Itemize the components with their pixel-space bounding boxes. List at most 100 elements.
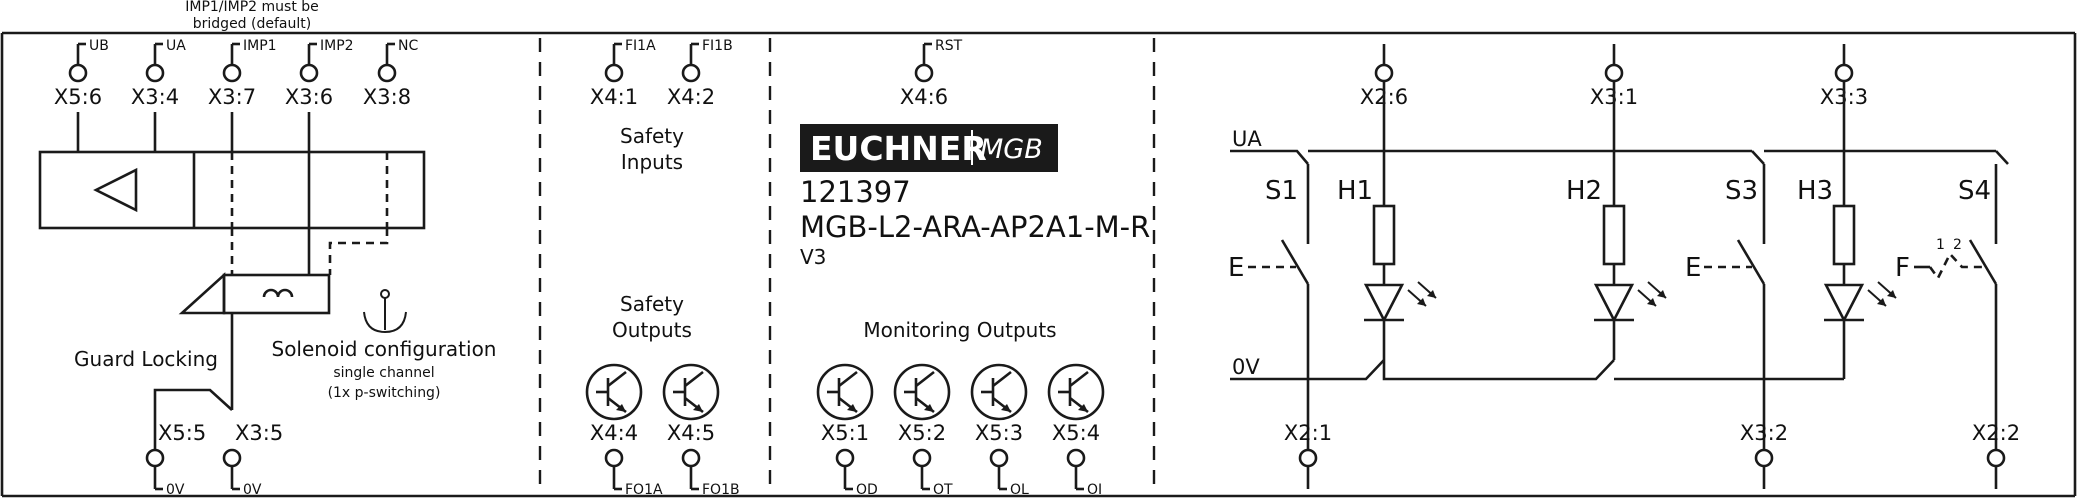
terminal-x3-7[interactable]: IMP1 X3:7: [208, 38, 277, 109]
transistor-x5-4: [1047, 363, 1105, 421]
frame: [0, 31, 2077, 498]
solenoid-config-sub1: single channel: [333, 365, 434, 381]
pin-label-ua: UA: [166, 38, 186, 54]
terminal-label-x4-4: X4:4: [590, 421, 638, 445]
pin-label-fo1a: FO1A: [625, 482, 663, 498]
switch-s3: S3 E: [1685, 164, 1766, 450]
terminal-x3-4[interactable]: UA X3:4: [131, 38, 186, 109]
indicator-h1: H1: [1337, 176, 1437, 360]
light-emission-icon: [1637, 281, 1667, 307]
pin-label-0v-2: 0V: [243, 482, 262, 498]
indicator-label-h1: H1: [1337, 176, 1373, 206]
actuator-e1: E: [1228, 253, 1244, 283]
terminal-x5-5[interactable]: X5:5 0V: [145, 421, 206, 498]
terminal-x4-5[interactable]: X4:5 FO1B: [667, 421, 740, 498]
rail-ua-label: UA: [1232, 127, 1262, 151]
pin-label-ub: UB: [89, 38, 109, 54]
bridge-note-line2: bridged (default): [193, 16, 311, 32]
pin-label-fo1b: FO1B: [702, 482, 740, 498]
pin-label-rst: RST: [935, 38, 963, 54]
section-separators: [538, 38, 1156, 494]
pin-label-ol: OL: [1010, 482, 1029, 498]
f-position-1: 1: [1936, 237, 1945, 253]
pin-label-ot: OT: [933, 482, 953, 498]
terminal-x5-6[interactable]: UB X5:6: [54, 38, 109, 109]
safety-inputs-line1: Safety: [620, 124, 684, 148]
switch-label-s4: S4: [1958, 176, 1991, 206]
solenoid-coil: [178, 272, 331, 315]
terminal-label-x3-6: X3:6: [285, 85, 333, 109]
terminal-x3-6[interactable]: IMP2 X3:6: [285, 38, 354, 109]
terminal-label-x3-8: X3:8: [363, 85, 411, 109]
terminal-label-x4-2: X4:2: [667, 85, 715, 109]
terminal-label-x3-4: X3:4: [131, 85, 179, 109]
terminal-x4-4[interactable]: X4:4 FO1A: [590, 421, 663, 498]
terminal-label-x5-2: X5:2: [898, 421, 946, 445]
terminal-x5-2[interactable]: X5:2 OT: [898, 421, 953, 498]
terminal-x5-3[interactable]: X5:3 OL: [975, 421, 1029, 498]
euchner-logo: EUCHNER MGB: [800, 124, 1058, 172]
pin-label-imp2: IMP2: [320, 38, 354, 54]
pin-label-0v-1: 0V: [166, 482, 185, 498]
terminal-x3-8[interactable]: NC X3:8: [363, 38, 419, 109]
safety-outputs-line2: Outputs: [612, 318, 692, 342]
terminal-x4-2[interactable]: FI1B X4:2: [667, 38, 733, 109]
triangle-icon: [93, 167, 138, 213]
guard-locking-label: Guard Locking: [74, 347, 218, 371]
terminal-label-x2-2: X2:2: [1972, 421, 2020, 445]
terminal-label-x3-2: X3:2: [1740, 421, 1788, 445]
indicator-h2: H2: [1566, 176, 1667, 360]
bridge-note-line1: IMP1/IMP2 must be: [185, 0, 319, 15]
switch-label-s1: S1: [1265, 176, 1298, 206]
terminal-x2-2[interactable]: X2:2: [1972, 421, 2020, 489]
terminal-x3-5[interactable]: X3:5 0V: [222, 421, 283, 498]
terminal-label-x4-1: X4:1: [590, 85, 638, 109]
pin-label-oi: OI: [1087, 482, 1102, 498]
indicator-label-h2: H2: [1566, 176, 1602, 206]
terminal-x5-1[interactable]: X5:1 OD: [821, 421, 878, 498]
terminal-label-x2-1: X2:1: [1284, 421, 1332, 445]
solenoid-config-label: Solenoid configuration: [272, 337, 497, 361]
indicator-label-h3: H3: [1797, 176, 1833, 206]
indicator-h3: H3: [1797, 176, 1897, 379]
safety-outputs-line1: Safety: [620, 292, 684, 316]
rail-0v-label: 0V: [1232, 355, 1260, 379]
terminal-x4-1[interactable]: FI1A X4:1: [590, 38, 656, 109]
terminal-label-x3-7: X3:7: [208, 85, 256, 109]
pin-label-imp1: IMP1: [243, 38, 277, 54]
transistor-x5-1: [816, 363, 874, 421]
terminal-label-x4-6: X4:6: [900, 85, 948, 109]
light-emission-icon: [1867, 281, 1897, 307]
terminal-x3-2[interactable]: X3:2: [1740, 421, 1788, 489]
transistor-x5-3: [970, 363, 1028, 421]
switch-s1: S1 E: [1228, 164, 1310, 450]
terminal-label-x5-3: X5:3: [975, 421, 1023, 445]
device-version: V3: [800, 245, 826, 269]
transistor-x4-5: [662, 363, 720, 421]
light-emission-icon: [1407, 281, 1437, 307]
pin-label-fi1a: FI1A: [625, 38, 656, 54]
transistor-x4-4: [585, 363, 643, 421]
logo-product: MGB: [980, 134, 1043, 165]
transistor-x5-2: [893, 363, 951, 421]
terminal-label-x5-4: X5:4: [1052, 421, 1100, 445]
switch-label-s3: S3: [1725, 176, 1758, 206]
terminal-x4-6[interactable]: RST X4:6: [900, 38, 963, 109]
terminal-x5-4[interactable]: X5:4 OI: [1052, 421, 1102, 498]
pin-label-od: OD: [856, 482, 878, 498]
terminal-label-x3-5: X3:5: [235, 421, 283, 445]
guard-locking-module: [38, 150, 426, 230]
terminal-x2-1[interactable]: X2:1: [1284, 421, 1332, 489]
terminal-label-x5-5: X5:5: [158, 421, 206, 445]
solenoid-config-sub2: (1x p-switching): [328, 385, 441, 401]
anchor-icon: [363, 289, 407, 334]
pin-label-fi1b: FI1B: [702, 38, 733, 54]
switch-s4: S4 F 1 2: [1895, 164, 1998, 450]
terminal-label-x5-1: X5:1: [821, 421, 869, 445]
terminal-label-x5-6: X5:6: [54, 85, 102, 109]
logo-brand: EUCHNER: [810, 129, 987, 168]
order-number: 121397: [800, 175, 911, 209]
f-position-2: 2: [1953, 237, 1962, 253]
device-type: MGB-L2-ARA-AP2A1-M-R: [800, 210, 1150, 244]
